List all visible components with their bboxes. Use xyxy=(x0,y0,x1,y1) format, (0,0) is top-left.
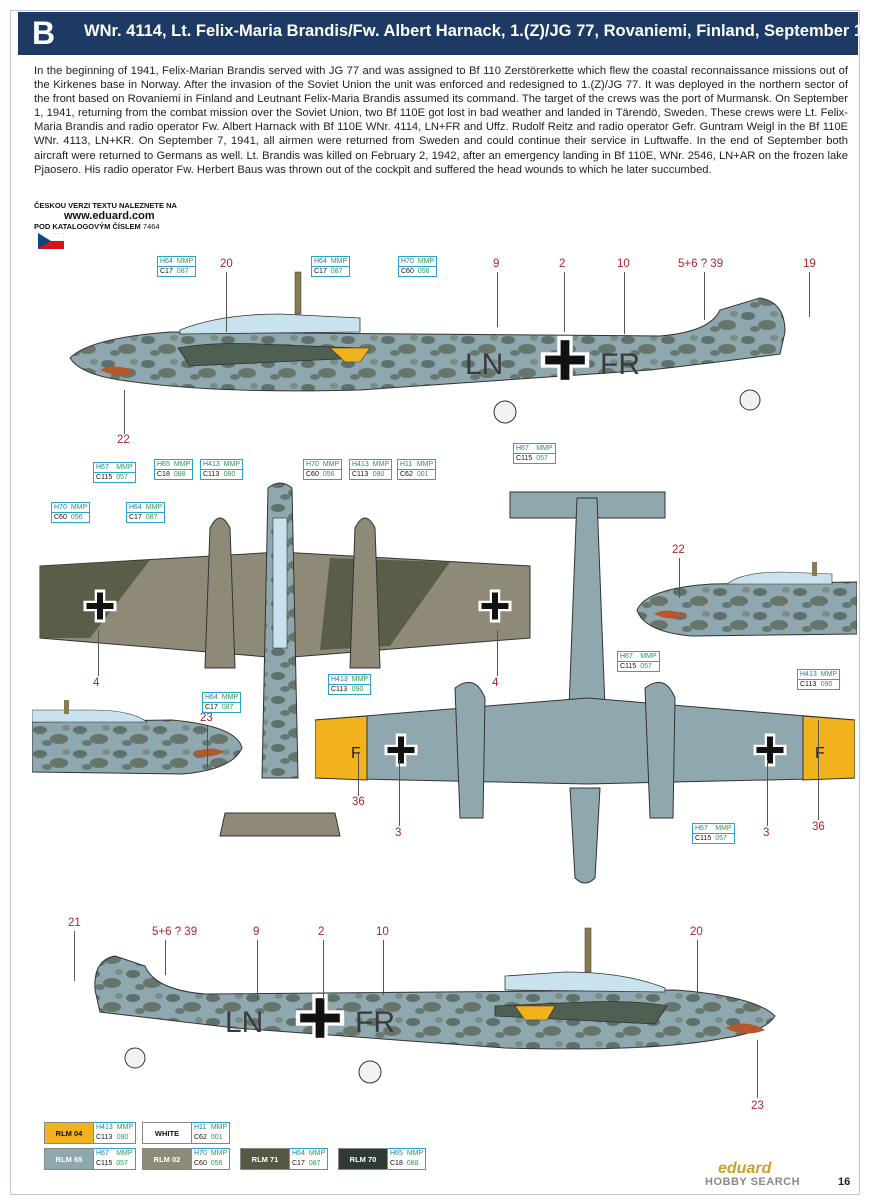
czech-note-line1: ČESKOU VERZI TEXTU NALEZNETE NA xyxy=(34,201,177,210)
ref-20: 20 xyxy=(220,258,233,270)
ref-22-detail: 22 xyxy=(672,544,685,556)
catalog-number: 7464 xyxy=(142,222,160,231)
ref-10: 10 xyxy=(617,258,630,270)
code-letters-left-port: LN xyxy=(225,1006,263,1039)
history-paragraph: In the beginning of 1941, Felix-Marian B… xyxy=(34,65,848,176)
scheme-letter: B xyxy=(32,15,56,51)
underside-view: F F xyxy=(315,491,855,884)
ref-3-right: 3 xyxy=(763,827,770,839)
code-letters-right-port: FR xyxy=(355,1006,395,1039)
top-view xyxy=(39,482,531,837)
ref-9-port: 9 xyxy=(253,926,260,938)
nose-detail-right xyxy=(636,562,857,637)
czech-version-note: ČESKOU VERZI TEXTU NALEZNETE NA www.edua… xyxy=(34,201,234,231)
page-frame xyxy=(10,10,860,1195)
scheme-title: WNr. 4114, Lt. Felix-Maria Brandis/Fw. A… xyxy=(84,22,870,40)
ref-23-detail: 23 xyxy=(200,712,213,724)
ref-22: 22 xyxy=(117,434,130,446)
nose-detail-left xyxy=(32,700,243,775)
czech-flag-icon xyxy=(38,233,64,249)
ref-36-left: 36 xyxy=(352,796,365,808)
ref-5-6-port: 5+6 ? 39 xyxy=(152,926,198,938)
ref-19: 19 xyxy=(803,258,816,270)
hobby-search-watermark: HOBBY SEARCH xyxy=(705,1176,801,1188)
wing-code-right: F xyxy=(815,745,825,762)
side-view-starboard: LN FR xyxy=(69,271,786,424)
ref-23-port: 23 xyxy=(751,1100,764,1112)
ref-36-right: 36 xyxy=(812,821,825,833)
code-letters-right: FR xyxy=(600,348,640,381)
ref-4-left: 4 xyxy=(93,677,100,689)
code-letters-left: LN xyxy=(465,348,503,381)
ref-4-right: 4 xyxy=(492,677,499,689)
eduard-logo: eduard xyxy=(718,1160,772,1177)
ref-2-port: 2 xyxy=(318,926,325,938)
ref-3-left: 3 xyxy=(395,827,402,839)
wing-code-left: F xyxy=(351,745,361,762)
ref-20-port: 20 xyxy=(690,926,703,938)
ref-2: 2 xyxy=(559,258,566,270)
page-number: 16 xyxy=(838,1176,851,1188)
ref-9: 9 xyxy=(493,258,500,270)
side-view-port: LN FR xyxy=(94,927,776,1084)
ref-5-6: 5+6 ? 39 xyxy=(678,258,724,270)
nose-emblem-icon xyxy=(100,366,135,376)
header-banner: B WNr. 4114, Lt. Felix-Maria Brandis/Fw.… xyxy=(18,12,870,55)
ref-10-port: 10 xyxy=(376,926,389,938)
czech-note-line3: POD KATALOGOVÝM ČÍSLEM 7464 xyxy=(34,222,160,231)
ref-21: 21 xyxy=(68,917,81,929)
czech-note-url[interactable]: www.eduard.com xyxy=(64,210,155,222)
